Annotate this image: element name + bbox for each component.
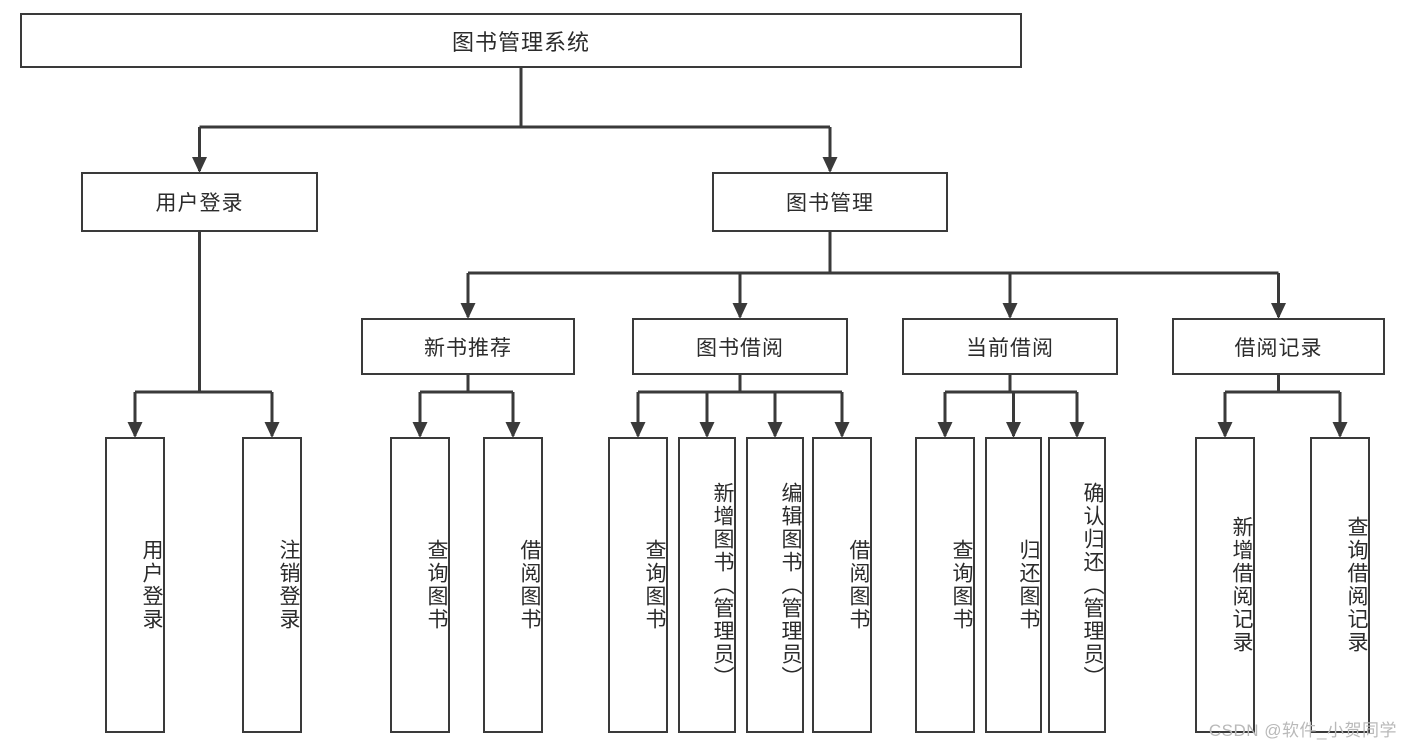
node-label: 当前借阅 [966,336,1054,360]
node-label: 查询借阅记录 [1345,516,1368,654]
node-l4[interactable]: 借阅图书 [483,437,543,733]
node-root[interactable]: 图书管理系统 [20,13,1022,68]
arrow-head-icon [1002,303,1018,319]
node-label: 查询图书 [950,539,973,631]
node-l3[interactable]: 查询图书 [390,437,450,733]
node-l2[interactable]: 注销登录 [242,437,302,733]
node-l8[interactable]: 借阅图书 [812,437,872,733]
node-label: 借阅图书 [847,539,870,631]
node-label: 新增借阅记录 [1230,516,1253,654]
node-label: 用户登录 [140,539,163,631]
node-current[interactable]: 当前借阅 [902,318,1118,375]
arrow-head-icon [767,422,783,438]
node-label: 图书管理 [786,192,874,215]
node-label: 编辑图书（管理员） [779,481,802,689]
arrow-head-icon [630,422,646,438]
arrow-head-icon [412,422,428,438]
arrow-head-icon [834,422,850,438]
node-label: 确认归还（管理员） [1081,481,1104,689]
node-label: 借阅记录 [1234,336,1323,360]
arrow-head-icon [1271,303,1286,319]
arrow-head-icon [264,422,280,438]
node-label: 查询图书 [643,539,666,631]
arrow-head-icon [699,422,715,438]
node-bookmgmt[interactable]: 图书管理 [712,172,948,232]
node-borrow[interactable]: 图书借阅 [632,318,848,375]
node-l12[interactable]: 新增借阅记录 [1195,437,1255,733]
arrow-head-icon [127,422,143,438]
arrow-head-icon [822,157,838,173]
node-l10[interactable]: 归还图书 [985,437,1042,733]
node-login[interactable]: 用户登录 [81,172,318,232]
arrow-head-icon [505,422,521,438]
node-label: 新书推荐 [424,336,512,360]
node-l1[interactable]: 用户登录 [105,437,165,733]
node-newbook[interactable]: 新书推荐 [361,318,575,375]
node-label: 用户登录 [155,192,244,215]
node-records[interactable]: 借阅记录 [1172,318,1385,375]
arrow-head-icon [1069,422,1085,438]
node-l11[interactable]: 确认归还（管理员） [1048,437,1106,733]
node-l6[interactable]: 新增图书（管理员） [678,437,736,733]
node-l9[interactable]: 查询图书 [915,437,975,733]
node-label: 查询图书 [425,539,448,631]
arrow-head-icon [1006,422,1021,438]
node-label: 归还图书 [1017,539,1040,631]
node-label: 注销登录 [277,539,300,631]
node-l13[interactable]: 查询借阅记录 [1310,437,1370,733]
node-label: 图书借阅 [696,336,784,360]
node-l7[interactable]: 编辑图书（管理员） [746,437,804,733]
arrow-head-icon [937,422,953,438]
watermark-text: CSDN @软件_小贺同学 [1208,721,1397,740]
arrow-head-icon [1332,422,1348,438]
node-label: 新增图书（管理员） [711,481,734,689]
node-label: 借阅图书 [518,539,541,631]
arrow-head-icon [732,303,748,319]
arrow-head-icon [460,303,476,319]
arrow-head-icon [192,157,207,173]
node-l5[interactable]: 查询图书 [608,437,668,733]
node-label: 图书管理系统 [451,29,590,55]
arrow-head-icon [1217,422,1233,438]
